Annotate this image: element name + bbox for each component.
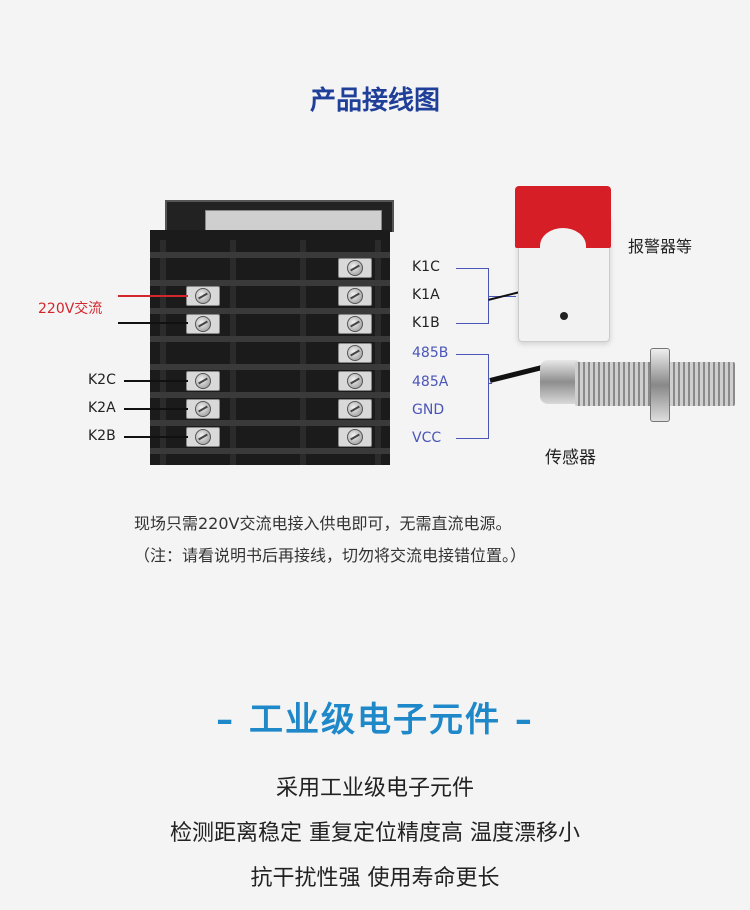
device-pillar [230,240,236,465]
power-wire-live [118,295,188,297]
k2a-label: K2A [88,400,116,416]
screw-icon [347,401,363,417]
screw-icon [347,288,363,304]
terminal-right-7 [338,427,372,447]
k2b-wire [124,436,188,438]
terminal-left-2 [186,314,220,334]
power-label: 220V交流 [38,301,103,317]
feature-line-1: 采用工业级电子元件 [275,776,474,801]
terminal-right-5 [338,371,372,391]
k1b-label: K1B [412,315,440,331]
485b-label: 485B [412,345,449,361]
screw-icon [347,345,363,361]
sensor-label: 传感器 [545,448,596,468]
bracket-sensor-top [456,354,488,355]
feature-line-3: 抗干扰性强 使用寿命更长 [250,866,500,891]
k1c-label: K1C [412,259,440,275]
device-rail [150,392,390,398]
terminal-right-1 [338,258,372,278]
k2a-wire [124,408,188,410]
sensor-head [540,360,580,404]
wiring-warning: （注：请看说明书后再接线，切勿将交流电接错位置。） [134,546,527,565]
screw-icon [347,429,363,445]
k2b-label: K2B [88,428,116,444]
terminal-left-4 [186,399,220,419]
screw-icon [347,260,363,276]
device-rail [150,252,390,258]
bracket-sensor-link [488,383,492,384]
alarm-label: 报警器等 [628,237,693,256]
terminal-left-5 [186,427,220,447]
screw-icon [347,316,363,332]
terminal-right-6 [338,399,372,419]
wiring-note: 现场只需220V交流电接入供电即可，无需直流电源。 [134,514,512,533]
k1a-label: K1A [412,287,440,303]
alarm-indicator [560,312,568,320]
k2c-label: K2C [88,372,116,388]
terminal-left-3 [186,371,220,391]
terminal-right-4 [338,343,372,363]
device-rail [150,280,390,286]
screw-icon [195,429,211,445]
alarm-notch [540,228,586,264]
screw-icon [195,288,211,304]
bracket-k1-top [456,268,488,269]
diagram-title: 产品接线图 [309,86,440,116]
gnd-label: GND [412,402,445,418]
screw-icon [195,373,211,389]
device-pillar [300,240,306,465]
feature-line-2: 检测距离稳定 重复定位精度高 温度漂移小 [170,821,580,846]
bracket-k1-bottom [456,323,488,324]
power-wire-neutral [118,322,188,324]
terminal-right-2 [338,286,372,306]
device-pillar [160,240,166,465]
device-rail [150,308,390,314]
device-rail [150,364,390,370]
bracket-sensor-bottom [456,438,488,439]
k2c-wire [124,380,188,382]
screw-icon [195,401,211,417]
terminal-left-1 [186,286,220,306]
terminal-right-3 [338,314,372,334]
device-rail [150,448,390,454]
screw-icon [195,316,211,332]
485a-label: 485A [412,374,449,390]
section-title: – 工业级电子元件 – [216,700,534,740]
screw-icon [347,373,363,389]
vcc-label: VCC [412,430,442,446]
device-pillar [375,240,381,465]
device-rail [150,420,390,426]
bracket-sensor-vertical [488,354,489,439]
sensor-nut [650,348,670,422]
device-rail [150,336,390,342]
